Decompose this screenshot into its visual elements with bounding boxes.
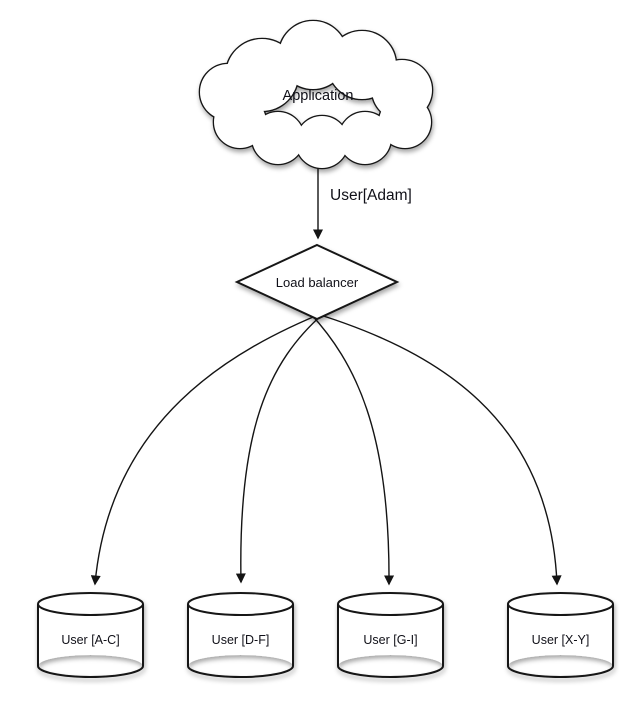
shard-node-d-f: User [D-F] [187, 592, 294, 678]
cloud-icon [198, 19, 434, 170]
shard-node-g-i: User [G-I] [337, 592, 444, 678]
edge-load-balancer-to-shard-a-c [90, 309, 331, 586]
database-cylinder-icon [337, 592, 444, 678]
application-label: Application [283, 88, 354, 104]
shard-label: User [G-I] [363, 633, 417, 647]
load-balancer-label: Load balancer [276, 275, 359, 290]
load-balancer-node: Load balancer [234, 243, 400, 321]
database-cylinder-icon [507, 592, 614, 678]
edge-load-balancer-to-shard-g-i [309, 312, 395, 586]
edge-load-balancer-to-shard-x-y [303, 309, 562, 586]
shard-node-a-c: User [A-C] [37, 592, 144, 678]
edge-label-user-adam: User[Adam] [330, 187, 412, 204]
edges [90, 150, 562, 586]
diamond-icon [234, 243, 400, 321]
database-cylinder-icon [37, 592, 144, 678]
shard-label: User [X-Y] [532, 633, 590, 647]
shard-node-x-y: User [X-Y] [507, 592, 614, 678]
application-node: Application [198, 19, 434, 170]
shard-label: User [D-F] [212, 633, 270, 647]
shard-label: User [A-C] [61, 633, 119, 647]
database-cylinder-icon [187, 592, 294, 678]
edge-load-balancer-to-shard-d-f [235, 312, 325, 584]
